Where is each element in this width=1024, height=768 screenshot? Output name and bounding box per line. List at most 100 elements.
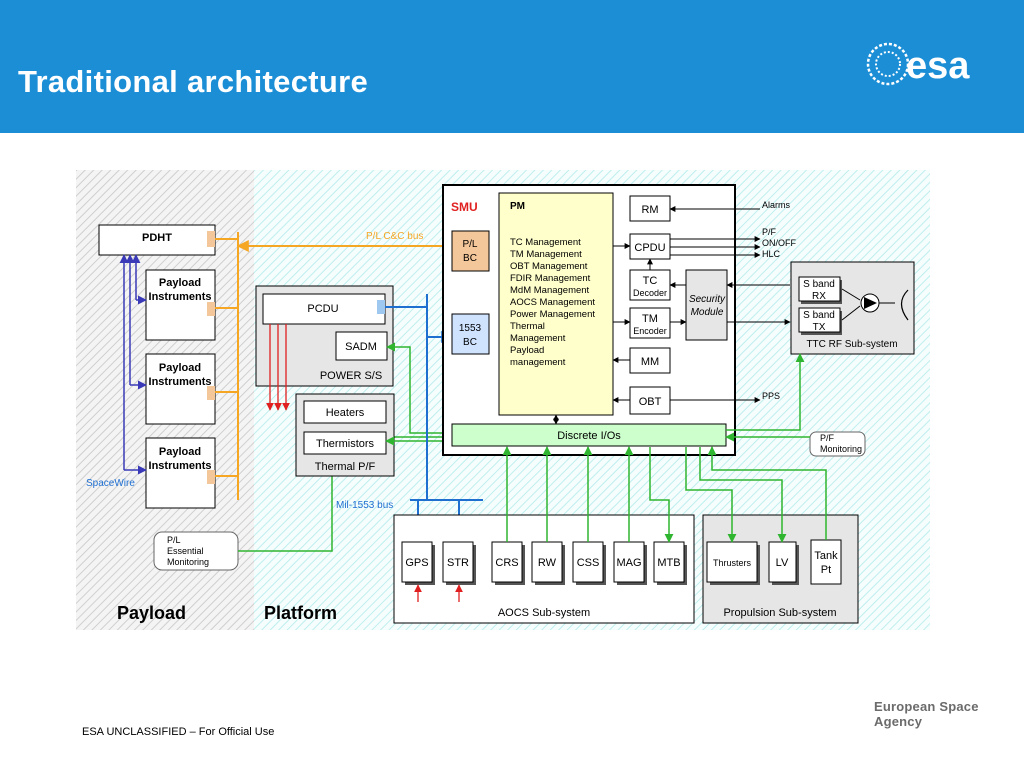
svg-text:Decoder: Decoder [633,288,667,298]
svg-text:Payload: Payload [159,362,201,374]
mil1553-label: Mil-1553 bus [336,500,393,511]
footer-agency: European Space Agency [874,699,979,729]
svg-text:AOCS Management: AOCS Management [510,297,595,308]
power-lines [266,324,290,411]
payload-zone-label: Payload [117,603,186,623]
svg-text:OBT Management: OBT Management [510,261,588,272]
svg-text:management: management [510,357,566,368]
svg-text:STR: STR [447,557,469,569]
external-signal-lines [669,206,791,403]
footer-classification: ESA UNCLASSIFIED – For Official Use [82,726,275,738]
smu-internal-links [553,243,687,425]
svg-text:Payload: Payload [510,345,544,356]
hlc-label: HLC [762,249,781,259]
sband-tx-box [798,307,841,333]
pm-title: PM [510,201,525,212]
svg-text:Payload: Payload [159,446,201,458]
propulsion-units: Thrusters LV Tank Pt [706,539,842,585]
svg-text:Power Management: Power Management [510,309,595,320]
svg-text:MM: MM [641,356,659,368]
pl-cc-bus-label: P/L C&C bus [366,231,423,242]
pdht-label: PDHT [142,232,172,244]
svg-text:Encoder: Encoder [633,326,667,336]
svg-text:BC: BC [463,337,477,348]
green-links-down [502,446,827,543]
svg-text:BC: BC [463,253,477,264]
onoff-label: ON/OFF [762,238,796,248]
svg-text:Security: Security [689,294,726,305]
svg-text:TC Management: TC Management [510,237,581,248]
svg-text:Essential: Essential [167,546,204,556]
aocs-units: GPS STR CRS RW CSS MAG MTB [401,541,687,585]
svg-text:TM: TM [642,313,658,325]
rm-box [629,195,671,222]
svg-text:MTB: MTB [657,557,680,569]
tm-encoder-box [629,307,671,339]
svg-text:CSS: CSS [577,557,600,569]
sadm-box [335,331,388,361]
smu-title: SMU [451,200,478,214]
svg-text:GPS: GPS [405,557,428,569]
pf-monitoring-box [809,431,866,457]
svg-text:Monitoring: Monitoring [167,557,209,567]
svg-text:CRS: CRS [495,557,518,569]
payload-instruments-1: Payload Instruments [145,269,216,341]
spacewire-links [119,254,147,475]
pl-cc-bus [215,232,452,500]
esa-logo: esa [866,42,970,87]
propulsion-label: Propulsion Sub-system [723,607,836,619]
svg-text:Thermistors: Thermistors [316,438,375,450]
pm-functions: TC Management TM Management OBT Manageme… [510,237,595,368]
svg-text:CPDU: CPDU [634,242,665,254]
svg-text:esa: esa [906,45,970,87]
cpdu-box [629,233,671,260]
svg-text:Monitoring: Monitoring [820,444,862,454]
svg-text:Instruments: Instruments [149,376,212,388]
svg-text:MAG: MAG [616,557,641,569]
svg-text:FDIR Management: FDIR Management [510,273,591,284]
svg-text:SADM: SADM [345,341,377,353]
tc-decoder-box [629,269,671,301]
svg-text:P/F: P/F [820,433,835,443]
svg-text:S band: S band [803,279,835,290]
aocs-power-arrows [414,584,463,602]
payload-instruments-3: Payload Instruments [145,437,216,509]
svg-text:PCDU: PCDU [307,303,338,315]
svg-text:OBT: OBT [639,396,662,408]
svg-text:RW: RW [538,557,557,569]
pps-label: PPS [762,391,780,401]
svg-text:TC: TC [643,275,658,287]
pm-box [498,192,614,416]
svg-text:Instruments: Instruments [149,460,212,472]
svg-text:Module: Module [691,307,724,318]
mm-box [629,347,671,374]
green-links-right [725,353,810,442]
platform-zone-label: Platform [264,603,337,623]
payload-instruments-2: Payload Instruments [145,353,216,425]
svg-text:1553: 1553 [459,323,482,334]
svg-text:P/L: P/L [462,239,477,250]
svg-text:P/L: P/L [167,535,181,545]
pf-label: P/F [762,227,777,237]
security-module-box [685,269,728,341]
power-ss-label: POWER S/S [320,370,382,382]
pdht-box [98,224,216,256]
svg-text:Discrete I/Os: Discrete I/Os [557,430,621,442]
antenna-icon [900,289,909,321]
bc1553-box [451,313,490,355]
svg-text:Thrusters: Thrusters [713,558,752,568]
svg-text:RX: RX [812,291,826,302]
svg-text:Pt: Pt [821,564,831,576]
heaters-box [303,400,387,424]
page-title: Traditional architecture [18,64,369,99]
svg-text:S band: S band [803,310,835,321]
svg-text:MdM Management: MdM Management [510,285,590,296]
header-banner: Traditional architecture esa [0,0,1024,133]
ttc-label: TTC RF Sub-system [806,339,897,350]
svg-text:Thermal: Thermal [510,321,545,332]
svg-text:Tank: Tank [814,550,838,562]
svg-text:TX: TX [813,322,826,333]
spacewire-label: SpaceWire [86,478,135,489]
sband-rx-box [798,276,841,302]
